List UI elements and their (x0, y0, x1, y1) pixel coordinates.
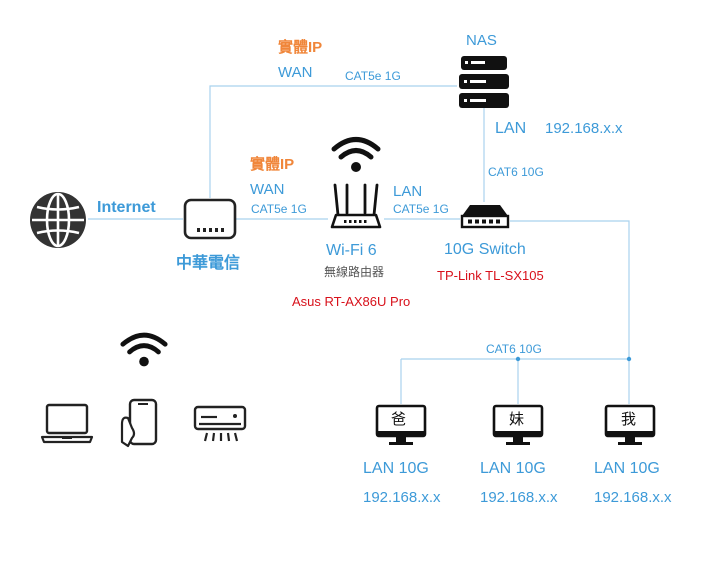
pc-owner-label: 妹 (509, 410, 525, 428)
switch-name: 10G Switch (444, 241, 526, 258)
pc-lan-label: LAN 10G (480, 460, 546, 477)
nas-server-icon (459, 56, 509, 108)
router-description: 無線路由器 (324, 265, 385, 279)
network-switch-icon (460, 205, 510, 229)
nas-ip: 192.168.x.x (545, 120, 623, 137)
air-conditioner-icon (193, 405, 247, 442)
wire-switch-trunk (510, 220, 630, 359)
pc-lan-label: LAN 10G (363, 460, 429, 477)
desktop-monitor-icon (604, 404, 656, 445)
wifi-signal-icon (120, 332, 168, 367)
junction-dot (626, 356, 632, 362)
pc-owner-label: 爸 (391, 410, 407, 428)
wire-modem-nas (209, 85, 457, 198)
cable-router-switch-label: CAT5e 1G (393, 202, 449, 216)
pc-lan-label: LAN 10G (594, 460, 660, 477)
desktop-monitor-icon (492, 404, 544, 445)
cable-nas-switch-label: CAT6 10G (488, 165, 544, 179)
modem-name: 中華電信 (176, 255, 241, 272)
pc-ip: 192.168.x.x (594, 489, 672, 506)
laptop-icon (40, 403, 94, 444)
cable-modem-nas-label: CAT5e 1G (345, 69, 401, 83)
smartphone-icon (120, 398, 158, 448)
nas-title: NAS (466, 32, 497, 49)
cable-switch-pcs-label: CAT6 10G (486, 342, 542, 356)
pc-owner-label: 我 (621, 410, 637, 428)
internet-label: Internet (97, 199, 156, 216)
router-name: Wi-Fi 6 (326, 242, 377, 259)
desktop-monitor-icon (375, 404, 427, 445)
router-lan-label: LAN (393, 183, 423, 200)
pc-ip: 192.168.x.x (363, 489, 441, 506)
router-wan-label: WAN (278, 64, 313, 81)
modem-icon (183, 198, 237, 240)
pc-ip: 192.168.x.x (480, 489, 558, 506)
switch-model: TP-Link TL-SX105 (437, 268, 544, 283)
globe-icon (30, 192, 86, 248)
modem-wan-label: WAN (250, 181, 285, 198)
wifi-router-icon (330, 183, 382, 229)
cable-modem-router-label: CAT5e 1G (251, 202, 307, 216)
router-wan-ip-label: 實體IP (278, 39, 323, 56)
router-model: Asus RT-AX86U Pro (292, 294, 411, 309)
nas-lan-label: LAN (495, 120, 527, 137)
wifi-signal-icon (331, 137, 381, 172)
modem-wan-ip-label: 實體IP (250, 156, 295, 173)
junction-dot (515, 356, 521, 362)
